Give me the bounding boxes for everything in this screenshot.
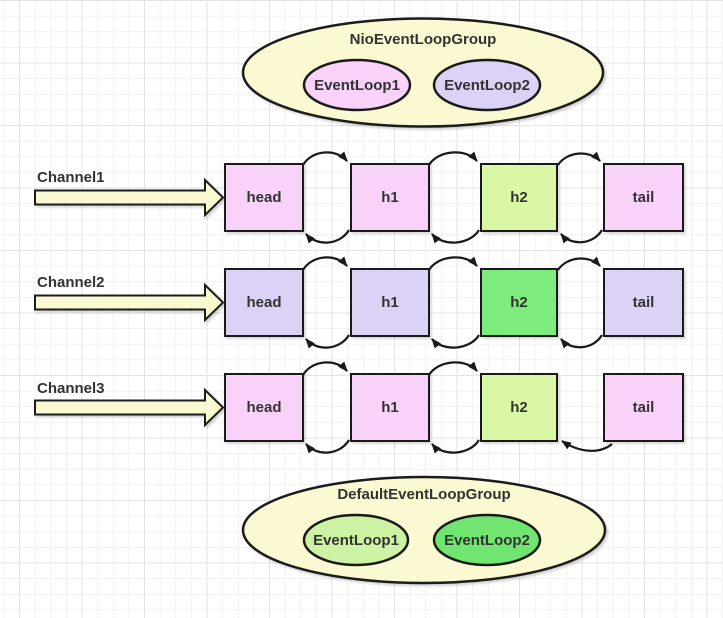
link-next-arc [428,361,478,376]
link-next-arc [428,256,478,271]
box-label: head [246,294,282,311]
pipeline-box-head: head [224,163,304,232]
pipeline-box-tail: tail [603,373,684,442]
pipeline-box-h2: h2 [480,163,558,232]
link-next-arc [557,256,601,271]
pipeline-box-h1: h1 [350,163,430,232]
pipeline-box-tail: tail [603,163,684,232]
default-event-loop2-ellipse [432,513,542,567]
pipeline-box-tail: tail [603,268,684,337]
pipeline-box-head: head [224,268,304,337]
box-label: head [246,189,282,206]
pipeline-box-h2: h2 [480,373,558,442]
default-event-loop2-label: EventLoop2 [444,531,530,549]
link-prev-arc [305,439,350,454]
box-label: h2 [510,294,528,311]
channel1-label: Channel1 [37,169,105,186]
nio-event-loop2-ellipse [432,58,542,112]
nio-event-loop1-label: EventLoop1 [314,76,400,94]
nio-event-loop1-ellipse [302,58,412,112]
link-prev-arc [431,229,480,244]
link-prev-arc [431,439,480,454]
channel3-label: Channel3 [37,380,105,397]
box-label: h2 [510,189,528,206]
link-prev-arc [305,229,350,244]
box-label: tail [632,189,655,206]
box-label: h2 [510,399,528,416]
box-label: tail [632,294,655,311]
link-prev-arc [431,334,480,349]
pipeline-box-h2: h2 [480,268,558,337]
link-prev-arc [560,334,603,349]
link-prev-arc [560,229,603,244]
channel2-block-arrow [34,282,225,323]
default-group-title: DefaultEventLoopGroup [337,486,511,503]
link-prev-arc [561,440,613,452]
link-next-arc [302,361,348,376]
link-prev-arc [305,334,350,349]
link-next-arc [557,151,601,166]
box-label: h1 [381,399,399,416]
pipeline-links-row3 [302,361,613,454]
nio-group-title: NioEventLoopGroup [349,31,497,48]
link-next-arc [302,151,348,166]
pipeline-box-head: head [224,373,304,442]
pipeline-box-h1: h1 [350,373,430,442]
box-label: h1 [381,294,399,311]
nio-event-loop2-label: EventLoop2 [444,76,530,94]
channel3-block-arrow [34,387,225,428]
link-next-arc [302,256,348,271]
box-label: h1 [381,189,399,206]
pipeline-links-row1 [302,151,603,244]
channel1-block-arrow [34,177,225,218]
pipeline-box-h1: h1 [350,268,430,337]
channel2-label: Channel2 [37,274,105,291]
link-next-arc [428,151,478,166]
pipeline-links-row2 [302,256,603,349]
default-event-loop1-ellipse [302,513,410,567]
default-event-loop1-label: EventLoop1 [313,531,399,549]
box-label: head [246,399,282,416]
box-label: tail [632,399,655,416]
